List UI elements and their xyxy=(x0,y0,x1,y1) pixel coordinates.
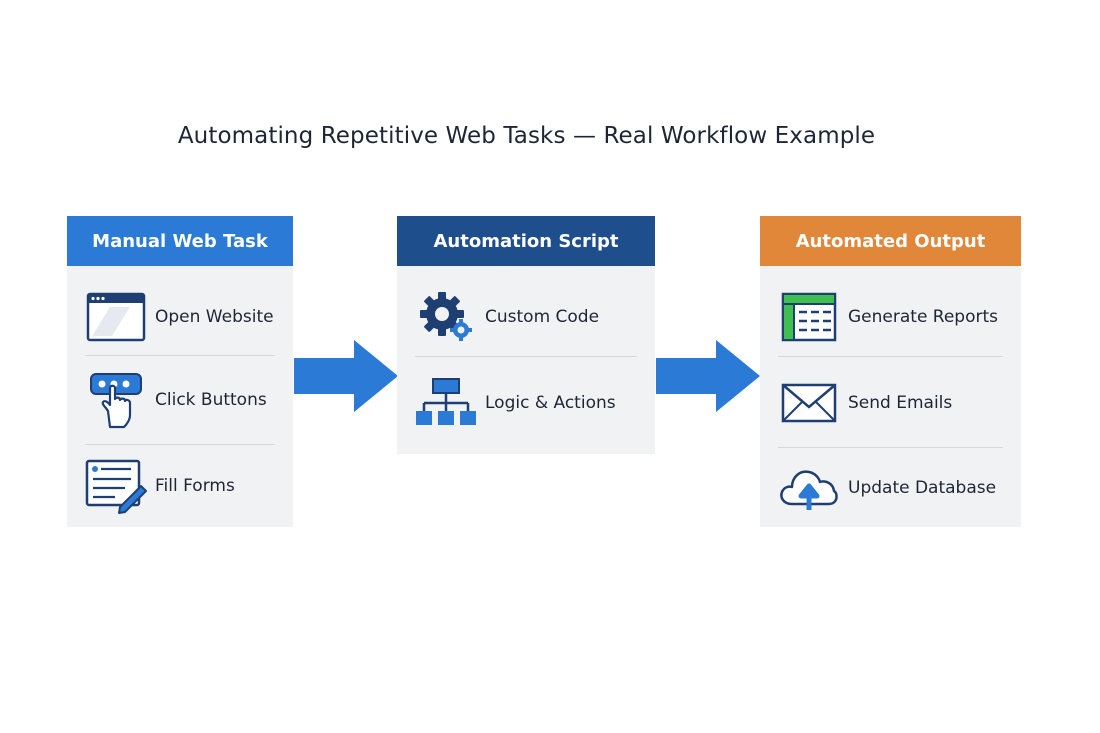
item-label: Open Website xyxy=(155,307,274,327)
item-update-database: Update Database xyxy=(778,459,1003,517)
automation-script-header: Automation Script xyxy=(397,216,655,266)
automated-output-panel: Automated Output Generate Reports xyxy=(760,216,1021,527)
item-generate-reports: Generate Reports xyxy=(778,288,1003,346)
item-label: Update Database xyxy=(848,478,997,498)
diagram-title: Automating Repetitive Web Tasks — Real W… xyxy=(177,123,876,149)
item-open-website: Open Website xyxy=(85,288,275,346)
flow-arrow-1-icon xyxy=(294,340,398,412)
cloud-upload-icon xyxy=(778,459,840,517)
manual-web-task-header: Manual Web Task xyxy=(67,216,293,266)
divider xyxy=(85,444,275,445)
item-label: Generate Reports xyxy=(848,307,999,327)
item-logic-actions: Logic & Actions xyxy=(415,374,637,432)
item-label: Custom Code xyxy=(485,307,600,327)
item-label: Fill Forms xyxy=(155,476,235,496)
divider xyxy=(85,355,275,356)
divider xyxy=(778,356,1003,357)
divider xyxy=(415,356,637,357)
item-fill-forms: Fill Forms xyxy=(85,457,275,515)
automation-script-panel: Automation Script xyxy=(397,216,655,454)
flowchart-icon xyxy=(415,374,477,432)
gears-icon xyxy=(415,288,477,346)
hand-pointer-icon xyxy=(85,371,147,429)
item-send-emails: Send Emails xyxy=(778,374,1003,432)
manual-web-task-panel: Manual Web Task Open Website Click Butto… xyxy=(67,216,293,527)
form-pencil-icon xyxy=(85,457,147,515)
divider xyxy=(778,447,1003,448)
browser-window-icon xyxy=(85,288,147,346)
item-click-buttons: Click Buttons xyxy=(85,371,275,429)
envelope-icon xyxy=(778,374,840,432)
automated-output-header: Automated Output xyxy=(760,216,1021,266)
flow-arrow-2-icon xyxy=(656,340,760,412)
item-label: Send Emails xyxy=(848,393,953,413)
spreadsheet-icon xyxy=(778,288,840,346)
item-label: Logic & Actions xyxy=(485,393,616,413)
item-custom-code: Custom Code xyxy=(415,288,637,346)
item-label: Click Buttons xyxy=(155,390,267,410)
